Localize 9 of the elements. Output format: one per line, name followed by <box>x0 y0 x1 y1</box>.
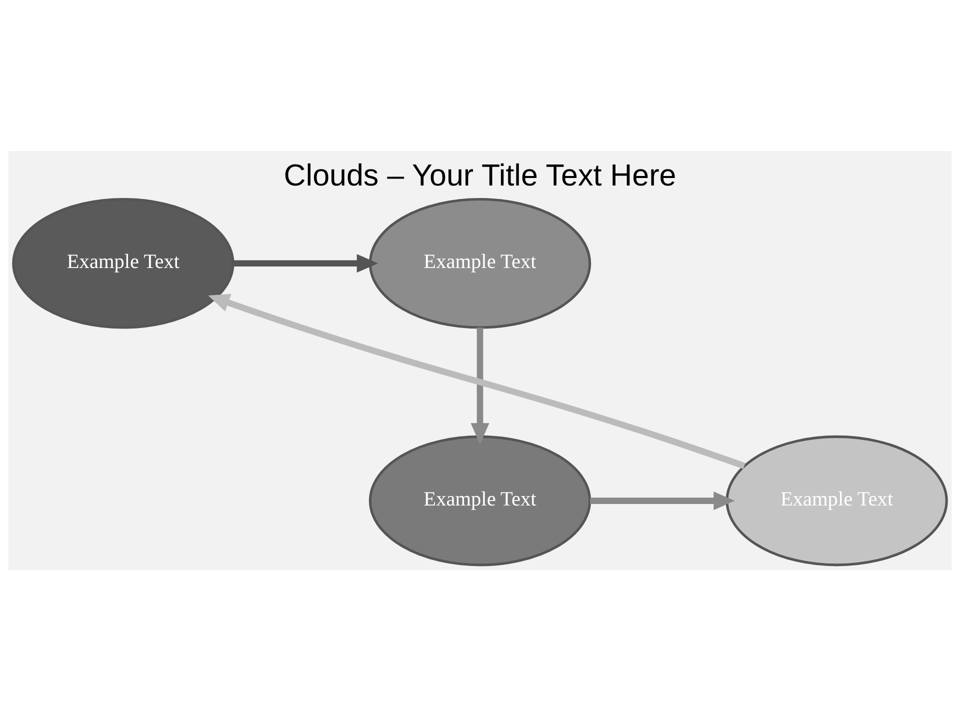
node-ellipse: Example Text <box>726 434 948 566</box>
diagram-title: Clouds – Your Title Text Here <box>284 158 676 192</box>
node-ellipse: Example Text <box>368 434 592 566</box>
arrow <box>233 254 378 272</box>
arrow <box>208 293 746 468</box>
arrow <box>470 327 490 444</box>
arrow <box>590 491 735 510</box>
node-ellipse: Example Text <box>368 197 592 328</box>
node-ellipse: Example Text <box>12 197 234 328</box>
